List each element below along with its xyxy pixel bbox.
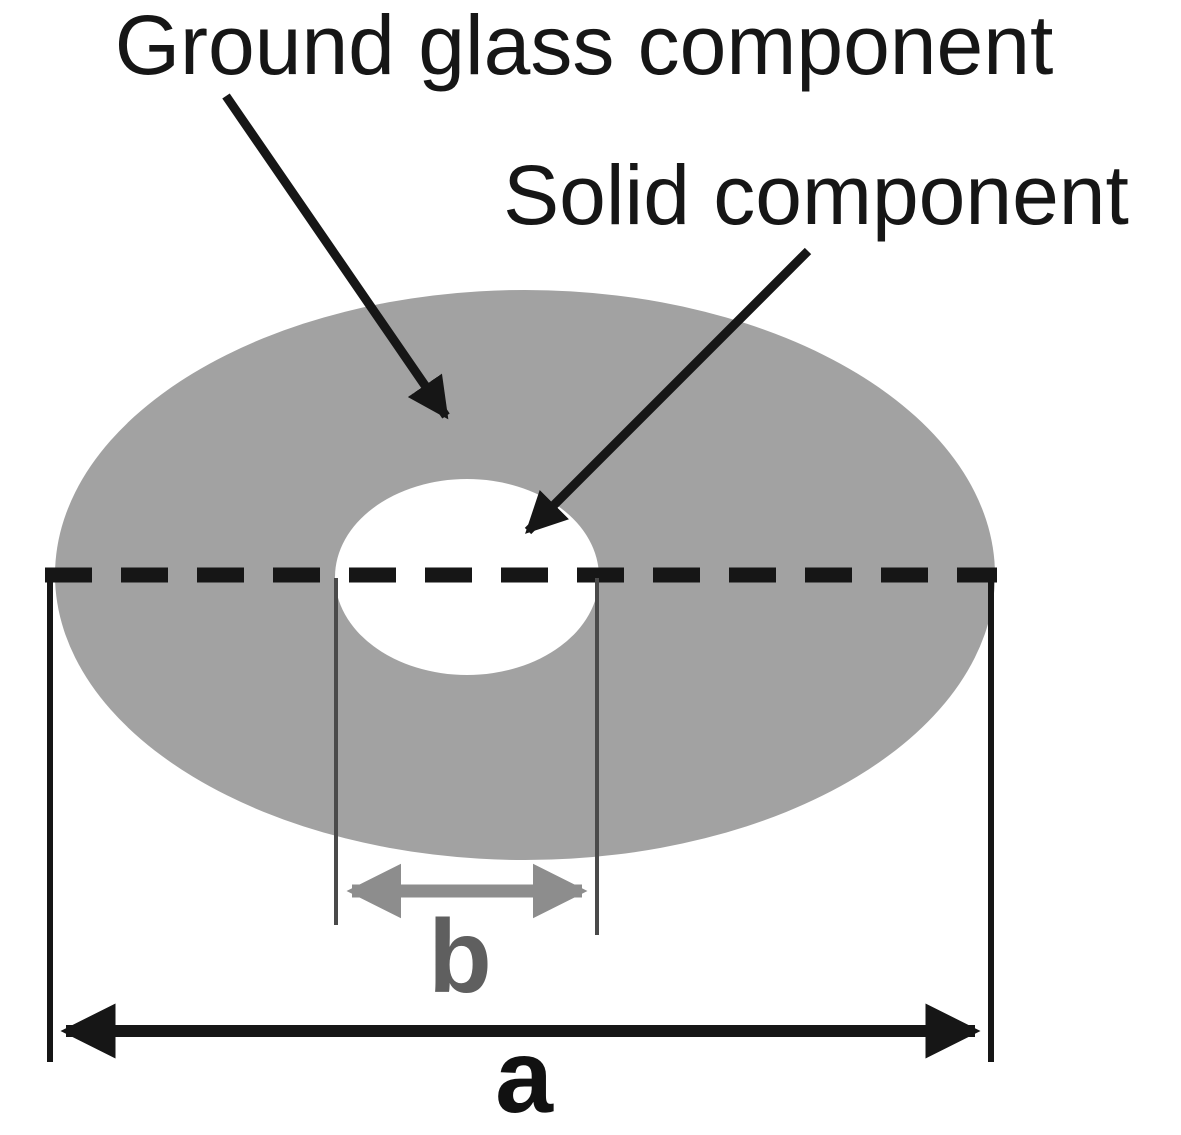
ground-glass-label: Ground glass component [115,0,1054,92]
ground-glass-pointer-arrow [222,93,450,420]
solid-component-label: Solid component [503,148,1129,242]
dim-a-label: a [495,1019,554,1135]
solid-pointer-arrow [524,247,812,535]
dim-b-label: b [428,899,492,1015]
